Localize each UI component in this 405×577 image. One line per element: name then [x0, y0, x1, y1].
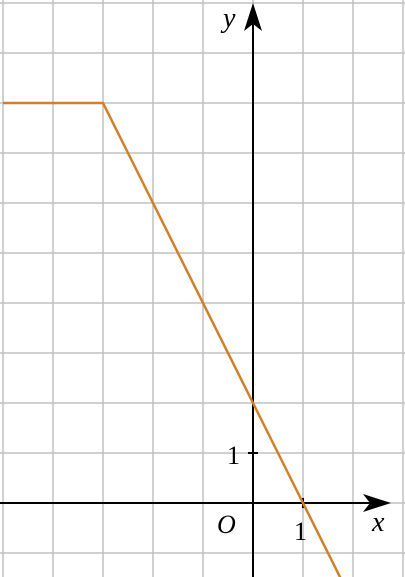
- origin-label: O: [217, 510, 236, 539]
- y-tick-label: 1: [227, 441, 240, 470]
- x-tick-label: 1: [294, 517, 307, 546]
- y-axis-label: y: [220, 3, 236, 34]
- y-axis-arrow: [244, 3, 262, 31]
- axes: [0, 3, 391, 577]
- series-line: [3, 101, 342, 577]
- x-axis-label: x: [371, 507, 385, 538]
- x-axis-arrow: [363, 494, 391, 512]
- labels: x y O 1 1: [217, 3, 385, 546]
- series-layer: [3, 101, 342, 577]
